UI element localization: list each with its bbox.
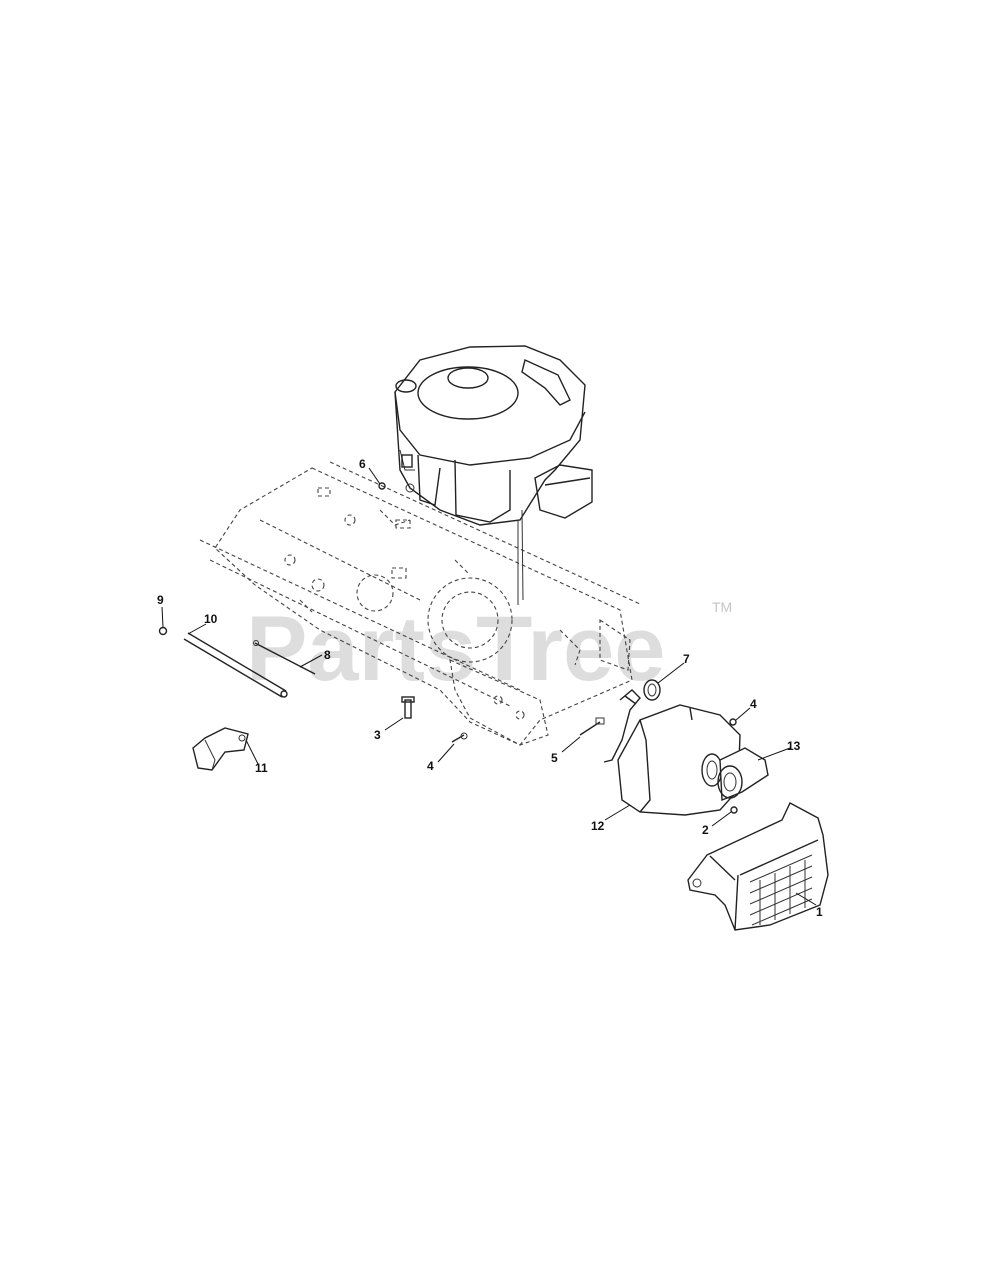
part-1-heat-shield bbox=[687, 802, 829, 931]
part-4-screw-muffler bbox=[729, 718, 737, 726]
watermark: PartsTree TM bbox=[246, 598, 732, 700]
part-9-nut bbox=[158, 626, 168, 636]
part-3-bolt bbox=[401, 696, 415, 719]
part-2-screw bbox=[730, 806, 738, 814]
callout-11: 11 bbox=[255, 761, 268, 775]
watermark-tm: TM bbox=[712, 599, 732, 615]
callout-7: 7 bbox=[683, 652, 690, 666]
callout-6: 6 bbox=[359, 457, 366, 471]
callout-leaders bbox=[161, 467, 817, 906]
leader-3 bbox=[384, 717, 404, 731]
callout-9: 9 bbox=[157, 593, 164, 607]
callout-8: 8 bbox=[324, 648, 331, 662]
part-11-bracket bbox=[192, 727, 249, 771]
callout-10: 10 bbox=[204, 612, 218, 626]
leader-6 bbox=[368, 467, 381, 485]
leader-7 bbox=[657, 662, 685, 684]
callout-1: 1 bbox=[816, 905, 823, 919]
callout-labels: 6 9 10 8 11 3 4 5 7 4 13 12 2 1 bbox=[157, 457, 823, 919]
leader-13 bbox=[757, 747, 791, 761]
leader-11 bbox=[245, 739, 259, 765]
leader-4b bbox=[735, 707, 751, 721]
part-5-bolt bbox=[579, 717, 605, 736]
leader-9 bbox=[161, 606, 164, 628]
leader-10 bbox=[187, 623, 207, 635]
callout-12: 12 bbox=[591, 819, 605, 833]
leader-4a bbox=[437, 743, 455, 763]
frame-chassis bbox=[199, 461, 641, 746]
callout-4-muffler: 4 bbox=[750, 697, 757, 711]
callout-3: 3 bbox=[374, 728, 381, 742]
callout-2: 2 bbox=[702, 823, 709, 837]
part-6-screw bbox=[378, 482, 386, 490]
leader-1 bbox=[795, 892, 817, 906]
leader-5 bbox=[561, 736, 581, 753]
part-10-rod bbox=[183, 632, 288, 698]
leader-8 bbox=[299, 654, 323, 668]
callout-13: 13 bbox=[787, 739, 801, 753]
leader-12 bbox=[604, 804, 631, 821]
leader-2 bbox=[711, 811, 732, 827]
part-8-cable bbox=[253, 640, 316, 675]
part-4-bolt-frame bbox=[451, 732, 468, 743]
watermark-text: PartsTree bbox=[246, 598, 665, 700]
part-13-deflector bbox=[717, 747, 769, 802]
callout-5: 5 bbox=[551, 751, 558, 765]
callout-4-frame: 4 bbox=[427, 759, 434, 773]
part-7-gasket bbox=[603, 679, 661, 763]
engine bbox=[394, 345, 593, 605]
